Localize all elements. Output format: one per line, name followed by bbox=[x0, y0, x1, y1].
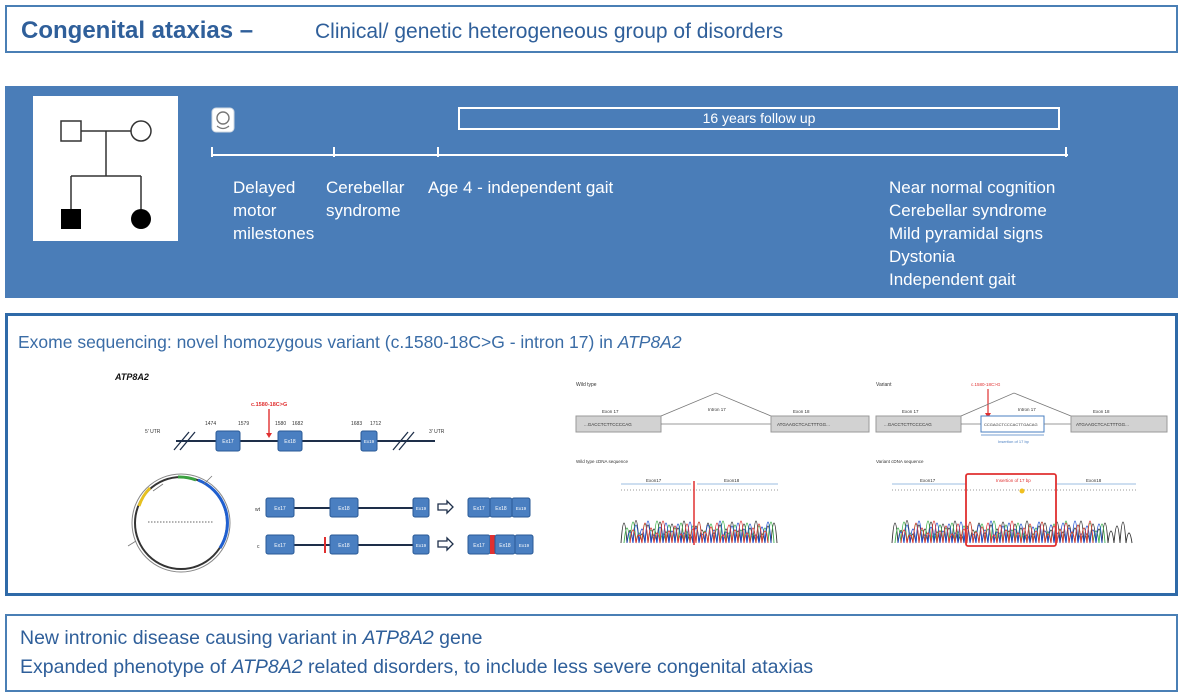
svg-text:Exon 18: Exon 18 bbox=[1093, 409, 1110, 414]
title-box: Congenital ataxias – Clinical/ genetic h… bbox=[5, 5, 1178, 53]
svg-text:Exon 18: Exon 18 bbox=[793, 409, 810, 414]
title-subtitle: Clinical/ genetic heterogeneous group of… bbox=[315, 20, 784, 43]
stage-cerebellar: Cerebellar syndrome bbox=[326, 178, 405, 220]
svg-text:Variant: Variant bbox=[876, 382, 892, 388]
conclusion-line-2: Expanded phenotype of ATP8A2 related dis… bbox=[20, 656, 814, 678]
break-right-1 bbox=[392, 431, 409, 451]
followup-box bbox=[458, 107, 1060, 130]
variant-trace: Exon17 Insertion of 17 bp Exon18 bbox=[891, 473, 1136, 547]
variant-arrowhead bbox=[266, 433, 272, 438]
followup-label: 16 years follow up bbox=[702, 110, 816, 126]
svg-text:Ex18: Ex18 bbox=[338, 506, 350, 512]
utr3-label: 3' UTR bbox=[429, 429, 445, 435]
wildtype-splicing-diagram: Wild type ...GACCTCTTCCCCAG Exon 17 Intr… bbox=[575, 382, 870, 464]
svg-text:Ex18: Ex18 bbox=[284, 439, 296, 445]
svg-text:Variant cDNA sequence: Variant cDNA sequence bbox=[876, 459, 924, 464]
variant-highlight-dot bbox=[1019, 488, 1025, 494]
exon-17-box bbox=[215, 430, 241, 452]
pos-1580: 1580 bbox=[275, 421, 286, 427]
plasmid-map bbox=[127, 473, 231, 573]
minigene-wt: wt Ex17 Ex18 Ex19 Ex17 Ex18 Ex19 bbox=[255, 497, 531, 518]
variant-position-label: c.1580-18C>G bbox=[251, 402, 287, 408]
svg-text:CCGAGCTCCCACTTGACAG: CCGAGCTCCCACTTGACAG bbox=[984, 422, 1038, 427]
svg-text:ATGAAGCTCACTTTGG...: ATGAAGCTCACTTTGG... bbox=[1076, 422, 1129, 427]
svg-text:Ex17: Ex17 bbox=[222, 439, 234, 445]
minigene-variant: c Ex17 Ex18 Ex19 Ex17 Ex18 Ex19 bbox=[257, 534, 534, 555]
svg-text:Ex17: Ex17 bbox=[274, 506, 286, 512]
gene-structure-diagram: ATP8A2 c.1580-18C>G 5' UTR 3' UTR 1474 1… bbox=[114, 372, 445, 452]
wildtype-trace: Exon17 Exon18 bbox=[620, 478, 778, 545]
utr5-label: 5' UTR bbox=[145, 429, 161, 435]
svg-text:c: c bbox=[257, 544, 260, 550]
exon-19-box bbox=[360, 430, 378, 452]
timeline-panel: 16 years follow up Delayed motor milesto… bbox=[5, 86, 1178, 298]
svg-text:Ex18: Ex18 bbox=[495, 506, 507, 512]
svg-text:Ex18: Ex18 bbox=[338, 543, 350, 549]
variant-splicing-diagram: Variant c.1580-18C>G ...GACCTCTTCCCCAG E… bbox=[875, 382, 1168, 464]
affected-son-symbol bbox=[61, 209, 81, 229]
exome-figures: ATP8A2 c.1580-18C>G 5' UTR 3' UTR 1474 1… bbox=[114, 372, 1168, 573]
stage-followup-findings: Near normal cognition Cerebellar syndrom… bbox=[889, 178, 1056, 289]
svg-text:Wild type: Wild type bbox=[576, 382, 597, 388]
svg-text:Exon17: Exon17 bbox=[920, 478, 936, 483]
svg-text:ATGAAGCTCACTTTGG...: ATGAAGCTCACTTTGG... bbox=[777, 422, 830, 427]
exome-title: Exome sequencing: novel homozygous varia… bbox=[18, 332, 682, 352]
timeline-graphics bbox=[211, 107, 1068, 157]
svg-text:Exon17: Exon17 bbox=[646, 478, 662, 483]
svg-text:...GACCTCTTCCCCAG: ...GACCTCTTCCCCAG bbox=[884, 422, 932, 427]
svg-text:Exon 17: Exon 17 bbox=[602, 409, 619, 414]
svg-text:Ex19: Ex19 bbox=[416, 543, 427, 548]
svg-text:Exon18: Exon18 bbox=[1086, 478, 1102, 483]
svg-text:Ex17: Ex17 bbox=[274, 543, 286, 549]
svg-text:Intron 17: Intron 17 bbox=[1018, 407, 1036, 412]
gene-diagram-label: ATP8A2 bbox=[114, 372, 149, 382]
svg-text:Ex18: Ex18 bbox=[499, 543, 511, 549]
affected-daughter-symbol bbox=[131, 209, 151, 229]
svg-text:Exon18: Exon18 bbox=[724, 478, 740, 483]
exome-panel: Exome sequencing: novel homozygous varia… bbox=[5, 313, 1178, 596]
baby-icon bbox=[211, 107, 235, 133]
svg-text:Ex19: Ex19 bbox=[364, 439, 375, 444]
svg-text:Ex19: Ex19 bbox=[416, 506, 427, 511]
minigene-insertion-mark bbox=[490, 535, 495, 554]
pos-1712: 1712 bbox=[370, 421, 381, 427]
pos-1474: 1474 bbox=[205, 421, 216, 427]
svg-text:...GACCTCTTCCCCAG: ...GACCTCTTCCCCAG bbox=[584, 422, 632, 427]
conclusion-line-1: New intronic disease causing variant in … bbox=[20, 627, 483, 649]
svg-text:wt: wt bbox=[255, 507, 261, 513]
pedigree-diagram bbox=[60, 120, 152, 229]
break-right-2 bbox=[398, 431, 415, 451]
conclusion-box: New intronic disease causing variant in … bbox=[5, 614, 1178, 692]
svg-text:Exon 17: Exon 17 bbox=[902, 409, 919, 414]
svg-text:Insertion of 17 bp: Insertion of 17 bp bbox=[996, 478, 1031, 483]
stage-age4: Age 4 - independent gait bbox=[428, 178, 614, 197]
svg-text:c.1580-18C>G: c.1580-18C>G bbox=[971, 382, 1001, 387]
pos-1579: 1579 bbox=[238, 421, 249, 427]
pos-1682: 1682 bbox=[292, 421, 303, 427]
svg-text:Ex19: Ex19 bbox=[519, 543, 530, 548]
exon-18-box bbox=[277, 430, 303, 452]
mother-symbol bbox=[130, 120, 152, 142]
pos-1683: 1683 bbox=[351, 421, 362, 427]
svg-text:Ex19: Ex19 bbox=[516, 506, 527, 511]
title-bold: Congenital ataxias – bbox=[21, 17, 254, 44]
svg-text:Wild type cDNA sequence: Wild type cDNA sequence bbox=[576, 459, 629, 464]
stage-delayed-milestones: Delayed motor milestones bbox=[233, 178, 315, 243]
svg-text:Insertion of 17 bp: Insertion of 17 bp bbox=[998, 439, 1030, 444]
pedigree-card bbox=[33, 96, 178, 241]
exome-gene-name: ATP8A2 bbox=[617, 332, 682, 352]
svg-text:Intron 17: Intron 17 bbox=[708, 407, 726, 412]
svg-text:Ex17: Ex17 bbox=[473, 506, 485, 512]
break-left-2 bbox=[179, 431, 196, 451]
svg-text:Ex17: Ex17 bbox=[473, 543, 485, 549]
insertion-highlight-box bbox=[965, 473, 1057, 547]
break-left-1 bbox=[173, 431, 190, 451]
